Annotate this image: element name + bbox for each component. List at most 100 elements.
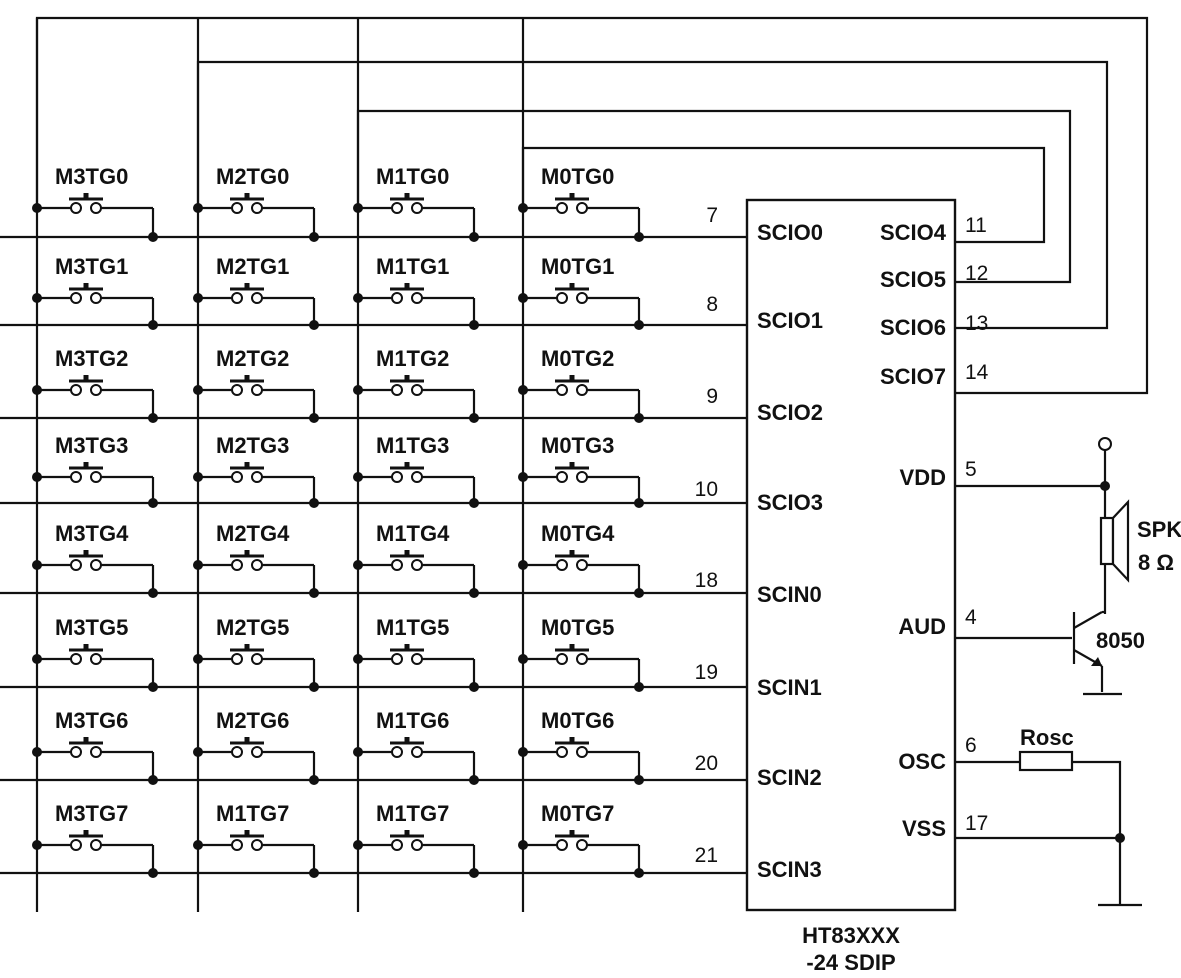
ic-pin-name: SCIO1 (757, 308, 823, 333)
switch-contact (556, 653, 568, 665)
switch-contact (391, 292, 403, 304)
transistor-arrow (1091, 657, 1102, 666)
junction-dot (148, 413, 158, 423)
junction-dot (309, 588, 319, 598)
switch-label: M2TG6 (216, 708, 289, 733)
switch-label: M2TG4 (216, 521, 290, 546)
switch-contact (411, 202, 423, 214)
junction-dot (148, 868, 158, 878)
switch-contact (90, 559, 102, 571)
junction-dot (309, 320, 319, 330)
switch-contact (90, 202, 102, 214)
junction-dot (353, 560, 363, 570)
resistor-label: Rosc (1020, 725, 1074, 750)
junction-dot (634, 320, 644, 330)
junction-dot (469, 413, 479, 423)
switch-label: M2TG3 (216, 433, 289, 458)
switch-contact (251, 202, 263, 214)
switch-contact (576, 559, 588, 571)
junction-dot (518, 840, 528, 850)
junction-dot (518, 560, 528, 570)
switch-label: M0TG3 (541, 433, 614, 458)
junction-dot (148, 588, 158, 598)
switch-contact (70, 202, 82, 214)
junction-dot (309, 775, 319, 785)
feedback-wire (196, 60, 1109, 330)
junction-dot (32, 472, 42, 482)
ic-pin-number: 5 (965, 458, 977, 481)
transistor-collector (1073, 611, 1103, 629)
junction-dot (193, 654, 203, 664)
junction-dot (32, 747, 42, 757)
junction-dot (469, 682, 479, 692)
switch-contact (556, 292, 568, 304)
switch-contact (231, 202, 243, 214)
ic-name: HT83XXX (802, 923, 900, 948)
switch-contact (70, 471, 82, 483)
switch-contact (556, 202, 568, 214)
resistor-symbol (1018, 750, 1074, 772)
switch-contact (231, 839, 243, 851)
switch-label: M1TG7 (216, 801, 289, 826)
feedback-wire (35, 16, 1149, 395)
junction-dot (634, 588, 644, 598)
ic-pin-number: 12 (965, 262, 988, 285)
junction-dot (518, 385, 528, 395)
switch-label: M1TG2 (376, 346, 449, 371)
junction-dot (518, 654, 528, 664)
ic-pin-name: SCIN0 (757, 582, 822, 607)
junction-dot (353, 203, 363, 213)
ic-pin-number: 4 (965, 606, 977, 629)
switch-label: M0TG4 (541, 521, 615, 546)
junction-dot (309, 498, 319, 508)
osc-wire (1072, 760, 1122, 905)
switch-contact (251, 653, 263, 665)
switch-contact (391, 202, 403, 214)
switch-contact (391, 839, 403, 851)
switch-label: M3TG2 (55, 346, 128, 371)
switch-contact (576, 839, 588, 851)
ic-pin-number: 10 (695, 478, 718, 501)
junction-dot (634, 498, 644, 508)
junction-dot (353, 293, 363, 303)
junction-dot (193, 385, 203, 395)
switch-contact (70, 559, 82, 571)
transistor-label: 8050 (1096, 628, 1145, 653)
junction-dot (193, 840, 203, 850)
switch-contact (70, 746, 82, 758)
switch-label: M3TG0 (55, 164, 128, 189)
switch-contact (411, 653, 423, 665)
switch-contact (556, 384, 568, 396)
ic-pin-number: 9 (706, 385, 718, 408)
ic-pin-number: 20 (695, 752, 718, 775)
switch-label: M1TG3 (376, 433, 449, 458)
junction-dot (1100, 481, 1110, 491)
ic-pin-number: 17 (965, 812, 988, 835)
switch-contact (391, 471, 403, 483)
junction-dot (469, 775, 479, 785)
switch-contact (231, 384, 243, 396)
switch-label: M1TG4 (376, 521, 450, 546)
junction-dot (193, 293, 203, 303)
ic-pin-number: 13 (965, 312, 988, 335)
ic-pin-name: SCIO4 (880, 220, 947, 245)
junction-dot (469, 588, 479, 598)
feedback-wire (356, 109, 1072, 284)
junction-dot (518, 293, 528, 303)
feedback-wire (521, 146, 1046, 244)
junction-dot (353, 840, 363, 850)
junction-dot (193, 560, 203, 570)
junction-dot (309, 868, 319, 878)
junction-dot (634, 232, 644, 242)
ic-pin-name: SCIO2 (757, 400, 823, 425)
switch-contact (251, 746, 263, 758)
switch-contact (411, 839, 423, 851)
junction-dot (353, 747, 363, 757)
switch-contact (70, 653, 82, 665)
switch-label: M0TG0 (541, 164, 614, 189)
junction-dot (353, 385, 363, 395)
switch-contact (90, 653, 102, 665)
switch-label: M1TG7 (376, 801, 449, 826)
switch-contact (231, 746, 243, 758)
